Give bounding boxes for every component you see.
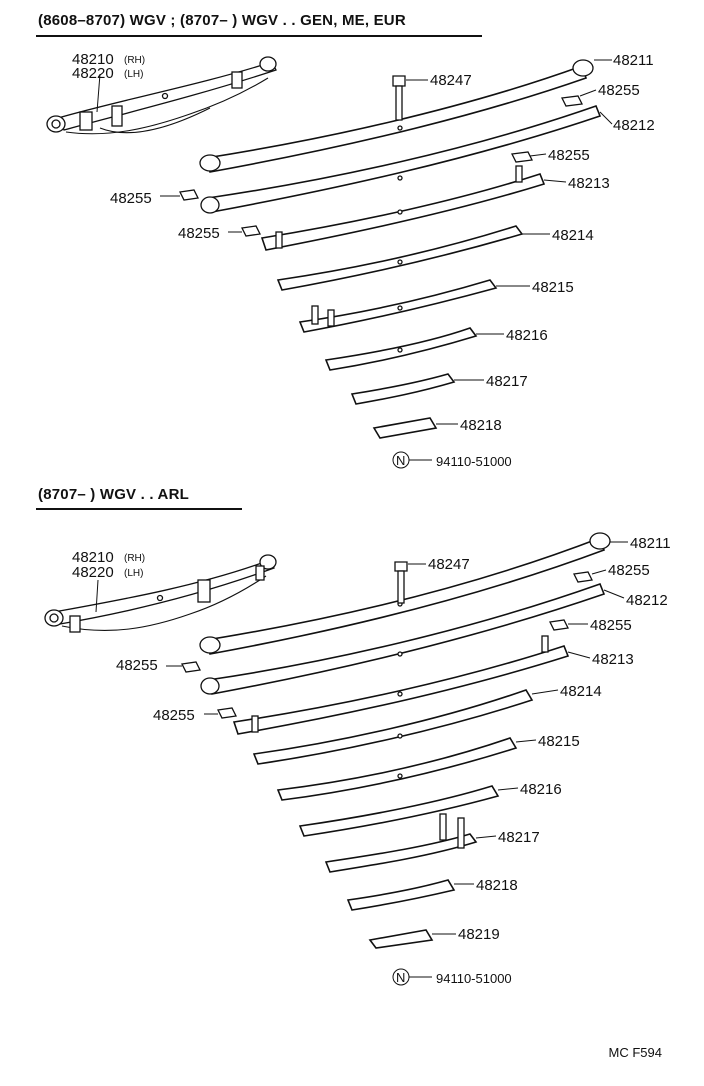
leaf-48215-b [276, 737, 518, 801]
part-label-48211: 48211 [613, 52, 654, 69]
leaf-48216-b [298, 785, 500, 837]
part-label-48217: 48217 [486, 373, 528, 390]
part-label-48213: 48213 [568, 175, 610, 192]
leaf-48213 [260, 165, 546, 251]
leaf-48217-b [324, 813, 478, 873]
center-bolt-48247-b [394, 561, 408, 604]
part-label-48212: 48212 [613, 117, 655, 134]
part-label-48255-d: 48255 [178, 225, 220, 242]
part-label-48218-b: 48218 [476, 877, 518, 894]
section-2-header-rule [36, 508, 242, 510]
main-leaf-48211 [199, 59, 594, 173]
clip-48255-d [241, 225, 261, 237]
part-label-48218: 48218 [460, 417, 502, 434]
assembly-part-lh-2: 48220 [72, 564, 114, 581]
part-label-48219: 48219 [458, 926, 500, 943]
part-label-48211-b: 48211 [630, 535, 671, 552]
leaf-48214-b [252, 689, 534, 765]
assembly-part-rh: 48210 [72, 51, 114, 68]
part-label-48255-h: 48255 [153, 707, 195, 724]
part-label-48215-b: 48215 [538, 733, 580, 750]
nut-part-number-1: 94110-51000 [436, 454, 512, 469]
assembly-tag-rh: (RH) [124, 55, 145, 66]
part-label-48255-f: 48255 [590, 617, 632, 634]
center-bolt-48247 [392, 75, 406, 121]
part-label-48216: 48216 [506, 327, 548, 344]
clip-48255-f [549, 619, 569, 631]
section-2-diagram: 48210 (RH) 48220 (LH) 48211 48247 48255 [44, 532, 671, 986]
part-label-48216-b: 48216 [520, 781, 562, 798]
section-1-diagram: 48210 (RH) 48220 (LH) 48211 48247 48255 [46, 51, 655, 469]
clip-48255-e [573, 571, 593, 583]
clip-48255-a [561, 95, 583, 107]
part-label-48247: 48247 [430, 72, 472, 89]
assembly-tag-lh: (LH) [124, 69, 143, 80]
clip-48255-c [179, 189, 199, 201]
leaf-48217 [350, 373, 456, 405]
nut-part-number-2: 94110-51000 [436, 971, 512, 986]
part-label-48213-b: 48213 [592, 651, 634, 668]
part-label-48214: 48214 [552, 227, 594, 244]
leaf-48218 [372, 417, 438, 439]
nut-code-1: N [396, 453, 405, 468]
spring-assembly-drawing-1 [46, 56, 277, 135]
clip-48255-g [181, 661, 201, 673]
assembly-tag-rh-2: (RH) [124, 553, 145, 564]
leaf-48218-b [346, 879, 456, 911]
section-2-header: (8707– ) WGV . . ARL [38, 486, 189, 503]
leaf-48212 [200, 104, 602, 214]
part-label-48217-b: 48217 [498, 829, 540, 846]
part-label-48214-b: 48214 [560, 683, 602, 700]
section-1-header-rule [36, 35, 482, 37]
leaf-48219 [368, 929, 434, 949]
leaf-48212-b [200, 582, 606, 695]
part-label-48255-b: 48255 [548, 147, 590, 164]
part-label-48255-g: 48255 [116, 657, 158, 674]
leaf-48213-b [232, 635, 570, 735]
part-label-48255-a: 48255 [598, 82, 640, 99]
assembly-part-rh-2: 48210 [72, 549, 114, 566]
part-label-48212-b: 48212 [626, 592, 668, 609]
part-label-48247-b: 48247 [428, 556, 470, 573]
figure-code: MC F594 [608, 1045, 662, 1060]
section-1-header: (8608–8707) WGV ; (8707– ) WGV . . GEN, … [38, 12, 406, 29]
part-label-48215: 48215 [532, 279, 574, 296]
assembly-part-lh: 48220 [72, 65, 114, 82]
leaf-48215 [298, 279, 498, 333]
assembly-tag-lh-2: (LH) [124, 568, 143, 579]
clip-48255-b [511, 151, 533, 163]
part-label-48255-e: 48255 [608, 562, 650, 579]
spring-assembly-drawing-2 [44, 554, 277, 633]
clip-48255-h [217, 707, 237, 719]
nut-code-2: N [396, 970, 405, 985]
part-label-48255-c: 48255 [110, 190, 152, 207]
